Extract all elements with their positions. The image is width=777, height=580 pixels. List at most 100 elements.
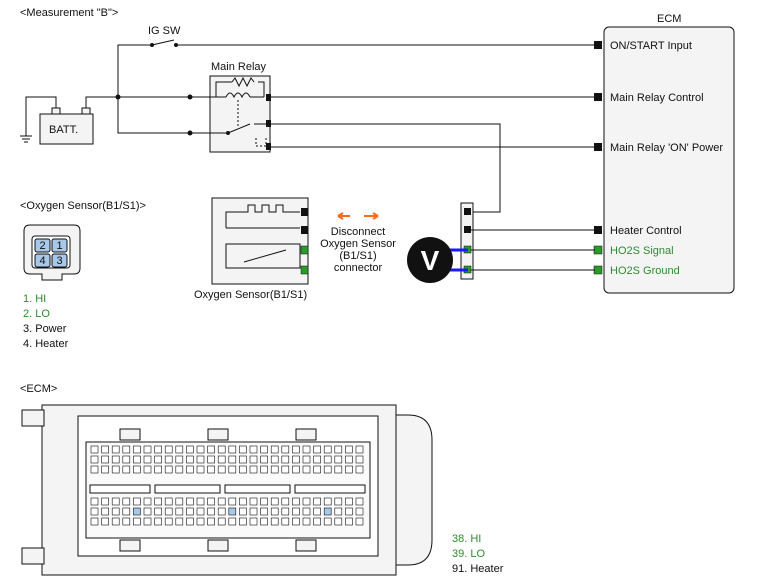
ecm-pin: [323, 507, 332, 516]
ecm-pin: [334, 507, 343, 516]
ecm-pin: [217, 497, 226, 506]
ecm-pin: [313, 497, 321, 506]
ecm-pin: [334, 455, 343, 464]
ecm-pin: [207, 465, 215, 474]
ecm-pin: [281, 465, 290, 474]
ecm-pin: [154, 507, 162, 516]
ecm-pin: [111, 497, 120, 506]
arrow-right-icon: [364, 212, 379, 220]
ecm-pin: [143, 517, 152, 526]
ecm-pin: [323, 517, 332, 526]
ecm-pin: [133, 497, 141, 506]
ecm-pin: [292, 455, 300, 464]
ecm-pin: [217, 465, 226, 474]
sensor-connector-face: 2 1 4 3: [23, 224, 81, 281]
ecm-pin: [133, 455, 141, 464]
ecm-pin: [186, 465, 194, 474]
ecm-pin: [207, 507, 215, 516]
ecm-pin: [122, 455, 131, 464]
ecm-pin: [217, 455, 226, 464]
ecm-pin: [90, 507, 99, 516]
ecm-pin: [133, 517, 141, 526]
ig-switch-label: IG SW: [148, 25, 181, 37]
ecm-pin: [228, 497, 237, 506]
ecm-pin: [260, 517, 268, 526]
ecm-pin: [292, 445, 300, 454]
ecm-pin: [239, 445, 247, 454]
sensor-legend-item: 1. HI: [23, 293, 46, 305]
ecm-pin: [281, 455, 290, 464]
ecm-pin: [313, 455, 321, 464]
ecm-pin: [143, 507, 152, 516]
ecm-pin: [101, 517, 109, 526]
ecm-pin: [196, 455, 205, 464]
battery-label: BATT.: [49, 124, 78, 136]
ecm-pin: [228, 517, 237, 526]
ecm-pin: [249, 445, 258, 454]
svg-text:Disconnect: Disconnect: [331, 226, 385, 238]
sensor-section-title: <Oxygen Sensor(B1/S1)>: [20, 200, 146, 212]
ecm-pin: [270, 497, 279, 506]
ecm-pin: [292, 517, 300, 526]
svg-text:2: 2: [39, 240, 45, 252]
ig-switch: IG SW: [148, 25, 181, 47]
ecm-block: ECM ON/START Input Main Relay Control Ma…: [593, 13, 735, 294]
ecm-pin: [207, 497, 215, 506]
sensor-legend-item: 2. LO: [23, 308, 50, 320]
ecm-pin: [302, 497, 311, 506]
battery-positive-wire: [85, 96, 118, 108]
voltmeter: V: [407, 237, 468, 283]
ecm-pin: [122, 507, 131, 516]
ecm-pin: [323, 497, 332, 506]
ecm-pin: [302, 507, 311, 516]
ecm-pin: [133, 445, 141, 454]
ecm-terminal-label: ON/START Input: [610, 40, 692, 52]
ecm-pin: [270, 507, 279, 516]
svg-text:(B1/S1): (B1/S1): [339, 250, 376, 262]
ecm-pin: [281, 517, 290, 526]
ecm-pin: [302, 455, 311, 464]
ecm-pin: [345, 507, 353, 516]
ecm-pin: [270, 517, 279, 526]
ecm-pin: [90, 455, 99, 464]
ecm-pin: [196, 517, 205, 526]
ecm-pin: [207, 455, 215, 464]
oxygen-sensor: Oxygen Sensor(B1/S1): [194, 197, 309, 301]
ecm-pin: [90, 445, 99, 454]
ecm-pin: [281, 445, 290, 454]
ecm-pin: [111, 445, 120, 454]
ecm-pin: [143, 465, 152, 474]
ecm-pin: [228, 507, 237, 516]
ecm-pin: [260, 465, 268, 474]
ecm-pin: [175, 465, 184, 474]
ecm-pin: [101, 497, 109, 506]
ecm-pin: [228, 455, 237, 464]
ecm-pin: [355, 445, 364, 454]
ecm-pin: [292, 497, 300, 506]
ecm-pin: [101, 465, 109, 474]
ecm-pin: [154, 517, 162, 526]
ecm-legend-item: 39. LO: [452, 548, 485, 560]
ecm-pin: [334, 517, 343, 526]
ecm-pin: [239, 507, 247, 516]
ecm-pin: [164, 465, 173, 474]
ecm-pin: [249, 465, 258, 474]
sensor-legend-item: 4. Heater: [23, 338, 69, 350]
ecm-pin: [217, 517, 226, 526]
ecm-pin: [239, 465, 247, 474]
ecm-pin: [186, 497, 194, 506]
ecm-pin: [196, 497, 205, 506]
ecm-pin: [355, 455, 364, 464]
arrow-left-icon: [337, 212, 350, 220]
ecm-terminal-label-ho2s-signal: HO2S Signal: [610, 245, 674, 257]
ecm-pin: [323, 465, 332, 474]
ecm-pin: [186, 517, 194, 526]
main-relay: Main Relay: [190, 61, 271, 153]
ecm-pin: [111, 465, 120, 474]
ecm-pin: [228, 465, 237, 474]
ecm-pin: [239, 497, 247, 506]
ecm-pin: [143, 455, 152, 464]
ecm-pin: [164, 455, 173, 464]
ecm-pin: [207, 517, 215, 526]
